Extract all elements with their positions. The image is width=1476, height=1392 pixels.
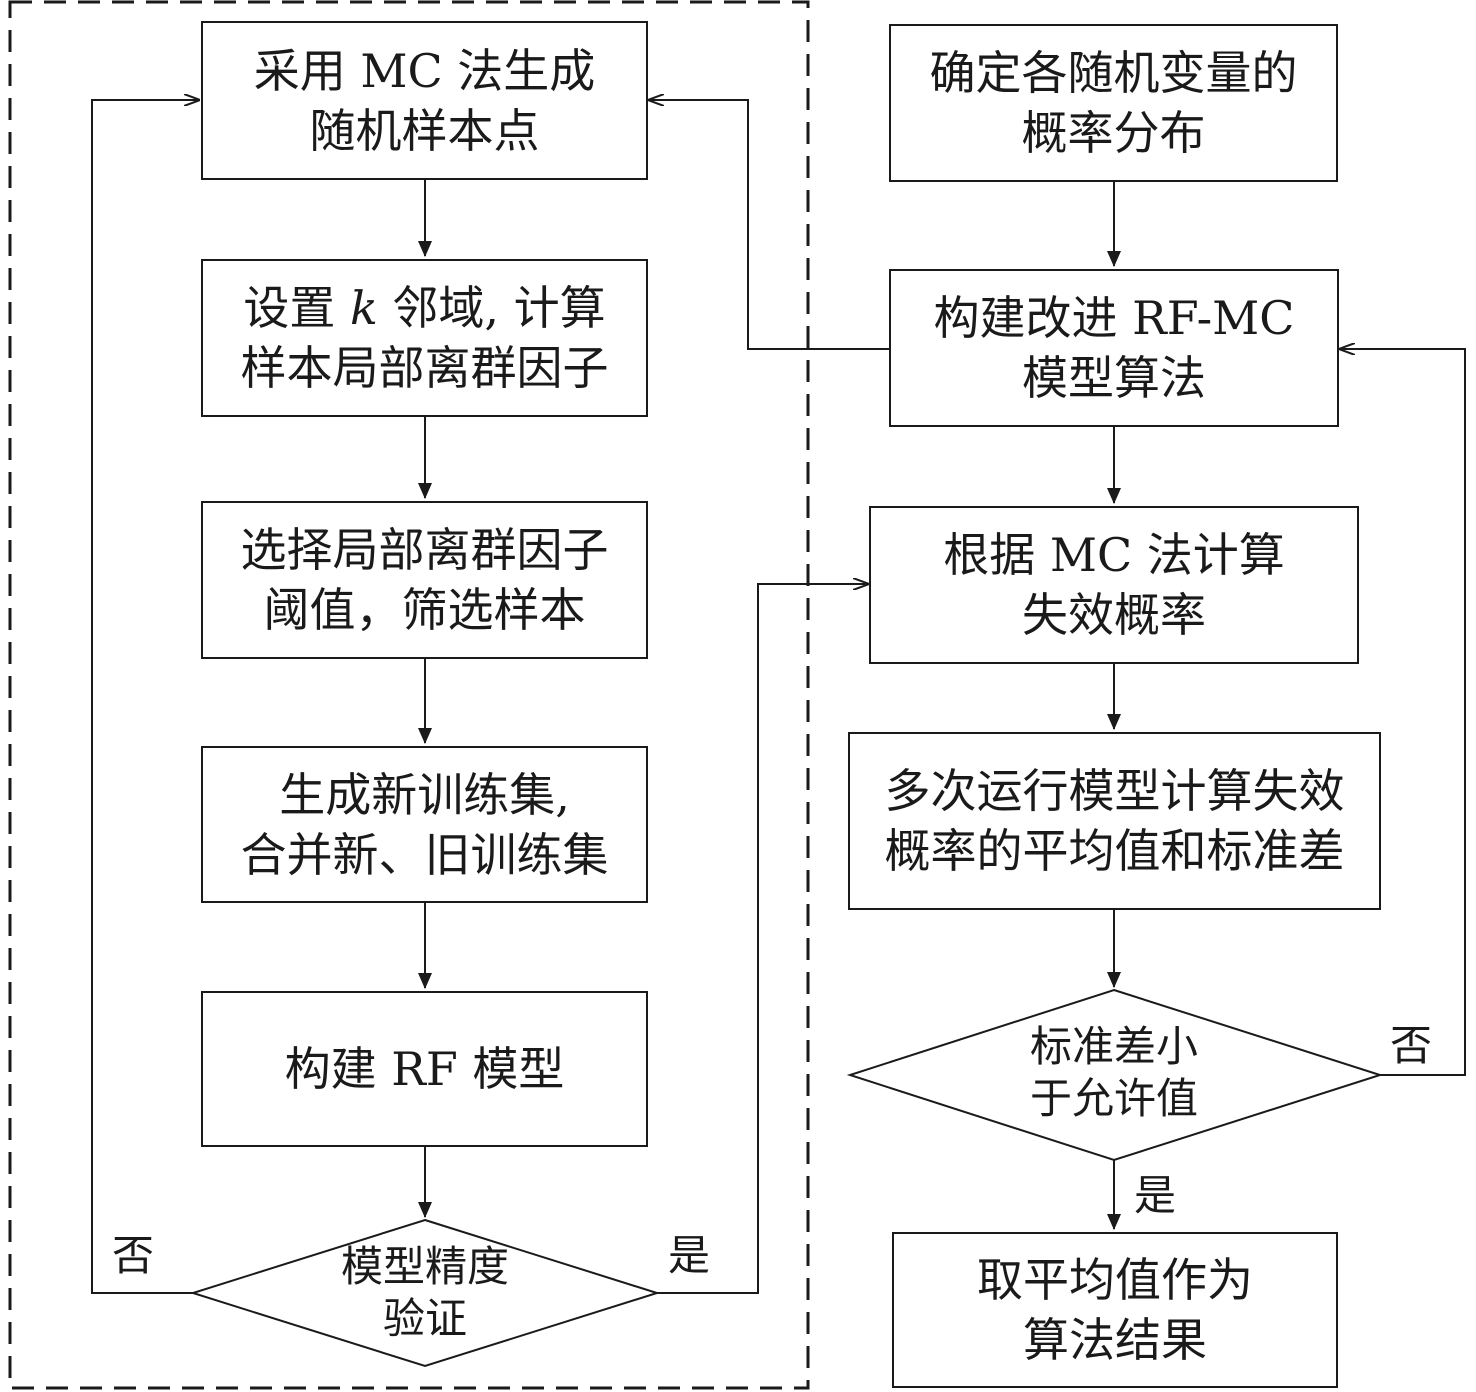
decision-text-line: 验证 [382, 1294, 467, 1343]
node-probability-distribution: 确定各随机变量的 概率分布 [889, 24, 1338, 182]
node-text-line: 随机样本点 [309, 103, 540, 158]
node-text-line: 样本局部离群因子 [240, 341, 609, 395]
node-set-k-neighborhood: 设置 k 邻域, 计算 样本局部离群因子 [201, 259, 648, 417]
node-text-line: 构建 RF 模型 [284, 1042, 565, 1096]
label-no-left: 否 [112, 1231, 155, 1280]
node-text-line: 概率分布 [1021, 106, 1206, 160]
node-new-training-set: 生成新训练集, 合并新、旧训练集 [201, 746, 648, 903]
text-post: 邻域, 计算 [377, 281, 606, 335]
label-yes-left: 是 [668, 1231, 711, 1280]
text-pre: 设置 [243, 281, 350, 335]
dashed-frame [8, 0, 810, 1390]
node-text-line: 取平均值作为 [977, 1253, 1253, 1307]
node-build-rf-model: 构建 RF 模型 [201, 991, 648, 1147]
node-text-line: 多次运行模型计算失效 [884, 764, 1345, 818]
decision-text-line: 于允许值 [1029, 1074, 1198, 1123]
node-text-line: 确定各随机变量的 [929, 46, 1298, 100]
arrow-d1-no-loop [91, 100, 199, 1294]
node-select-threshold: 选择局部离群因子 阈值，筛选样本 [201, 501, 648, 659]
node-text-line: 采用 MC 法生成 [253, 43, 596, 98]
label-yes-right: 是 [1134, 1171, 1177, 1220]
node-text-line: 模型算法 [1022, 351, 1206, 405]
decision-diamond-stddev [846, 988, 1384, 1162]
node-text-line: 合并新、旧训练集 [240, 827, 609, 882]
node-generate-samples: 采用 MC 法生成 随机样本点 [201, 21, 648, 180]
node-text-line: 阈值，筛选样本 [263, 583, 586, 637]
label-no-right: 否 [1390, 1021, 1433, 1070]
decision-text-accuracy: 模型精度 验证 [293, 1240, 557, 1346]
node-text-line: 生成新训练集, [279, 767, 570, 822]
node-text-line: 根据 MC 法计算 [943, 528, 1285, 582]
node-mean-and-stddev: 多次运行模型计算失效 概率的平均值和标准差 [848, 732, 1381, 910]
arrow-r2-to-n1 [649, 100, 889, 350]
node-text-line: 选择局部离群因子 [240, 523, 609, 577]
variable-k: k [349, 281, 378, 335]
node-text-line: 构建改进 RF-MC [933, 291, 1295, 345]
node-final-result: 取平均值作为 算法结果 [892, 1232, 1338, 1388]
node-mc-failure-probability: 根据 MC 法计算 失效概率 [869, 506, 1359, 664]
node-text-line: 失效概率 [1022, 588, 1206, 642]
node-text-line: 设置 k 邻域, 计算 [243, 278, 605, 338]
decision-text-stddev: 标准差小 于允许值 [994, 1018, 1234, 1128]
arrow-d1-yes-to-r3 [657, 584, 868, 1294]
decision-text-line: 标准差小 [1029, 1022, 1198, 1071]
arrow-d2-no-loop [1340, 349, 1466, 1076]
node-text-line: 概率的平均值和标准差 [884, 824, 1345, 878]
node-text-line: 算法结果 [1023, 1313, 1207, 1367]
decision-text-line: 模型精度 [340, 1242, 509, 1291]
decision-diamond-accuracy [189, 1218, 661, 1368]
node-improved-rf-mc: 构建改进 RF-MC 模型算法 [889, 269, 1339, 427]
